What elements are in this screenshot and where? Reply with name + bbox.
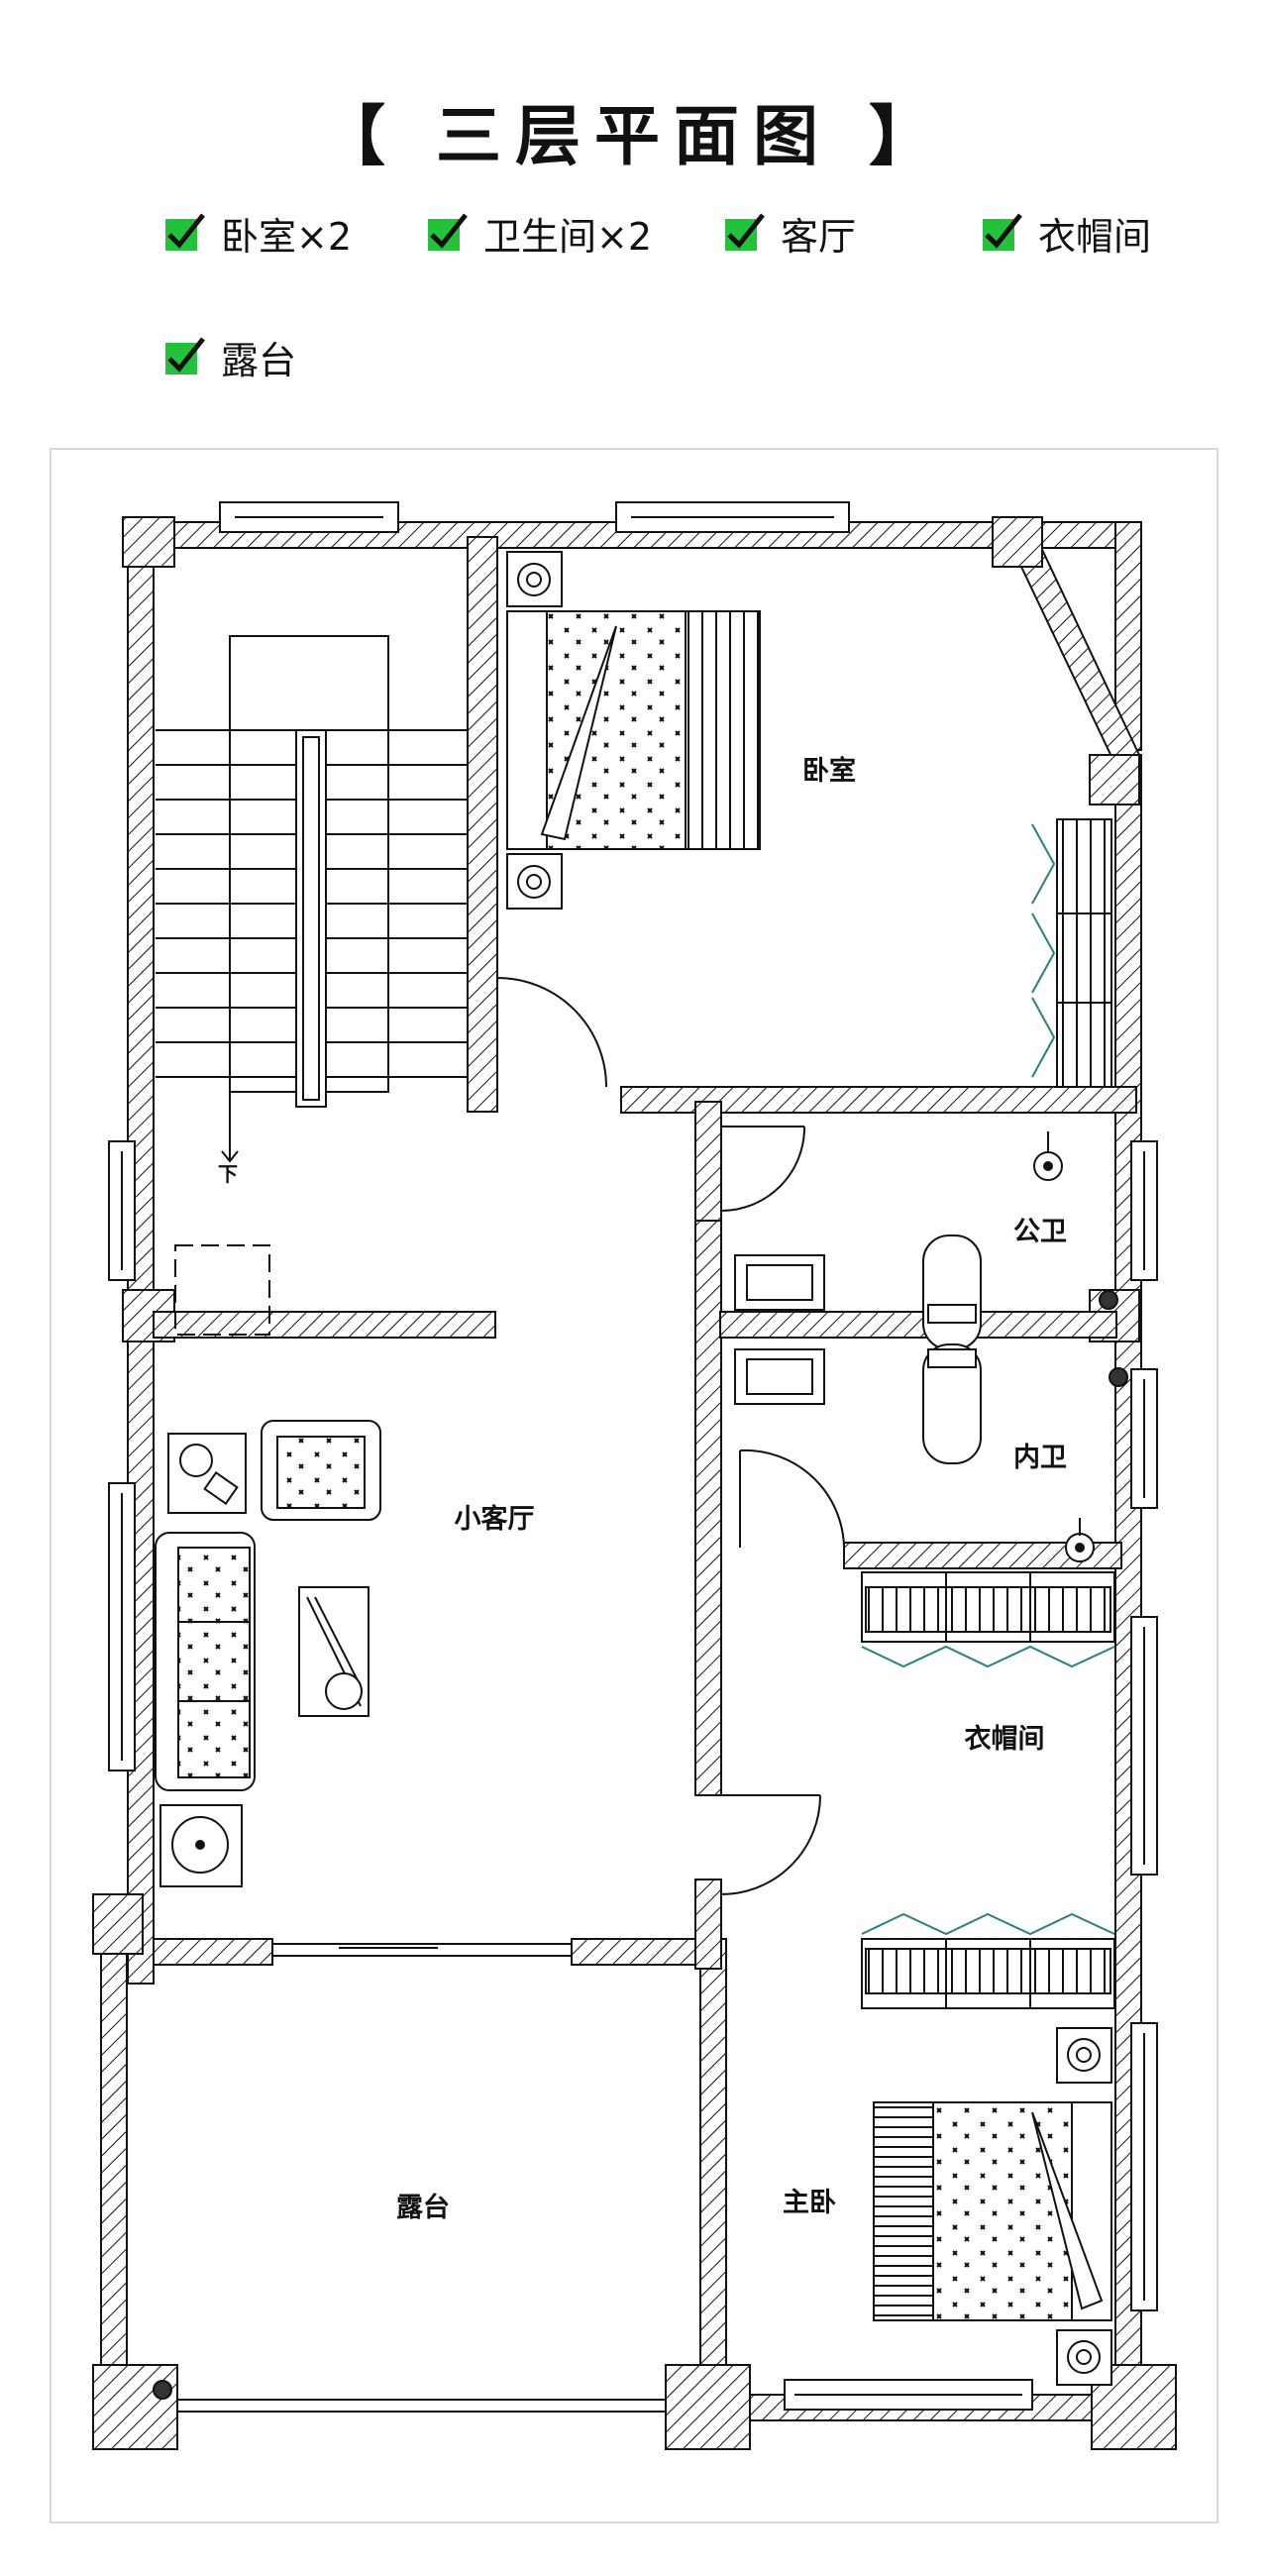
legend-label: 卫生间×2	[483, 214, 653, 259]
bathroom-fixtures	[153, 1131, 1128, 2400]
legend-item-closet: 衣帽间	[981, 203, 1151, 263]
closet-racks	[861, 1571, 1115, 2009]
legend-item-living: 客厅	[723, 203, 856, 263]
windows	[108, 501, 1158, 2411]
checkbox-checked-icon	[981, 211, 1024, 255]
stair-direction-label: 下	[218, 1162, 238, 1186]
room-label-bedroom: 卧室	[802, 755, 856, 787]
legend-label: 露台	[221, 338, 297, 382]
checkbox-checked-icon	[163, 211, 207, 255]
bedroom-wardrobe-doors	[1031, 823, 1056, 1078]
closet-rack-doors	[861, 1645, 1115, 1936]
room-label-inner-bath: 内卫	[1013, 1443, 1067, 1473]
room-label-closet: 衣帽间	[965, 1723, 1045, 1755]
checkbox-checked-icon	[163, 335, 207, 378]
page-title: 【 三层平面图 】	[320, 98, 948, 174]
legend-label: 衣帽间	[1038, 214, 1152, 259]
room-label-terrace: 露台	[396, 2192, 450, 2223]
legend-label: 卧室×2	[221, 214, 353, 259]
checkbox-checked-icon	[723, 211, 767, 255]
floor-plan-drawing: 下	[92, 501, 1177, 2450]
interior-walls	[153, 536, 1137, 1970]
legend-item-bathroom: 卫生间×2	[426, 203, 652, 263]
room-label-master-bedroom: 主卧	[783, 2188, 836, 2218]
bedroom-furniture	[506, 551, 1112, 1088]
legend-item-terrace: 露台	[163, 327, 296, 386]
legend-item-bedroom: 卧室×2	[163, 203, 352, 263]
staircase	[156, 635, 468, 1336]
master-bedroom-furniture	[873, 2027, 1112, 2386]
doors	[496, 977, 845, 1895]
living-furniture	[155, 1420, 381, 1887]
legend-label: 客厅	[781, 214, 857, 259]
room-label-public-bath: 公卫	[1013, 1217, 1067, 1247]
checkbox-checked-icon	[426, 211, 470, 255]
room-label-small-living: 小客厅	[455, 1503, 535, 1535]
floor-plan: 下	[50, 448, 1218, 2523]
